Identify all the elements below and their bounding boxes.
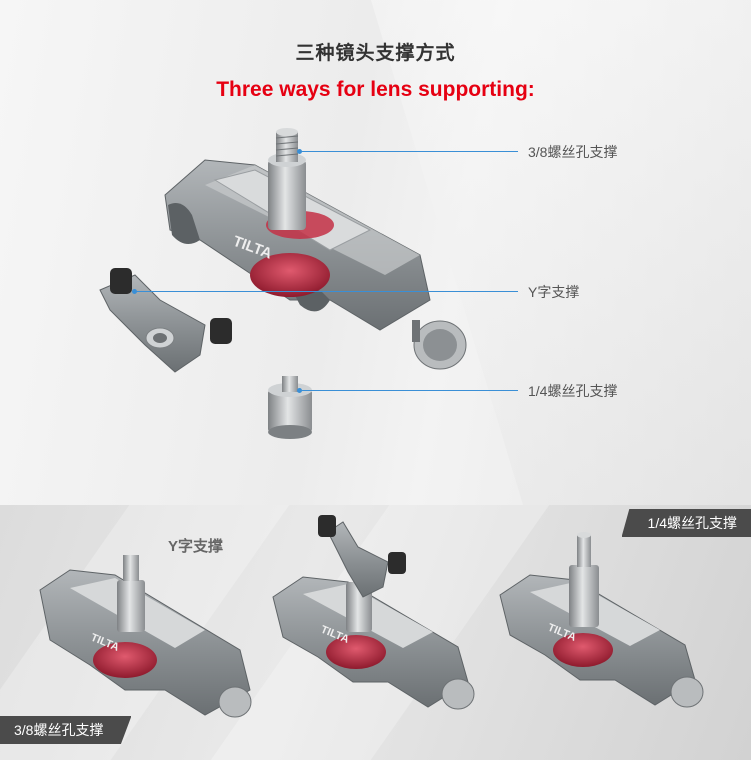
callout-line-y (132, 289, 518, 294)
screw-38-post (268, 128, 306, 230)
callout-38: 3/8螺丝孔支撑 (528, 144, 618, 160)
screw-14-adapter (268, 376, 312, 439)
callout-line-14 (297, 388, 518, 393)
bottom-variant-y: TILTA (272, 515, 475, 710)
y-support-arm (99, 268, 232, 373)
bottom-y-label: Y字支撑 (168, 538, 224, 555)
lens-support-main-illustration: TILTA (99, 128, 467, 439)
side-knurled-knob (412, 320, 467, 370)
section-title-cn: 三种镜头支撑方式 (295, 43, 456, 64)
red-knob (250, 253, 330, 297)
tag-14: 1/4螺丝孔支撑 (621, 509, 751, 537)
tag-38: 3/8螺丝孔支撑 (0, 716, 132, 744)
callout-14: 1/4螺丝孔支撑 (528, 383, 618, 399)
section-title-en: Three ways for lens supporting: (216, 78, 535, 101)
bottom-variant-14: TILTA (499, 532, 704, 708)
callout-line-38 (297, 149, 518, 154)
callout-y: Y字支撑 (528, 284, 580, 300)
bottom-variant-38: TILTA (39, 555, 252, 718)
